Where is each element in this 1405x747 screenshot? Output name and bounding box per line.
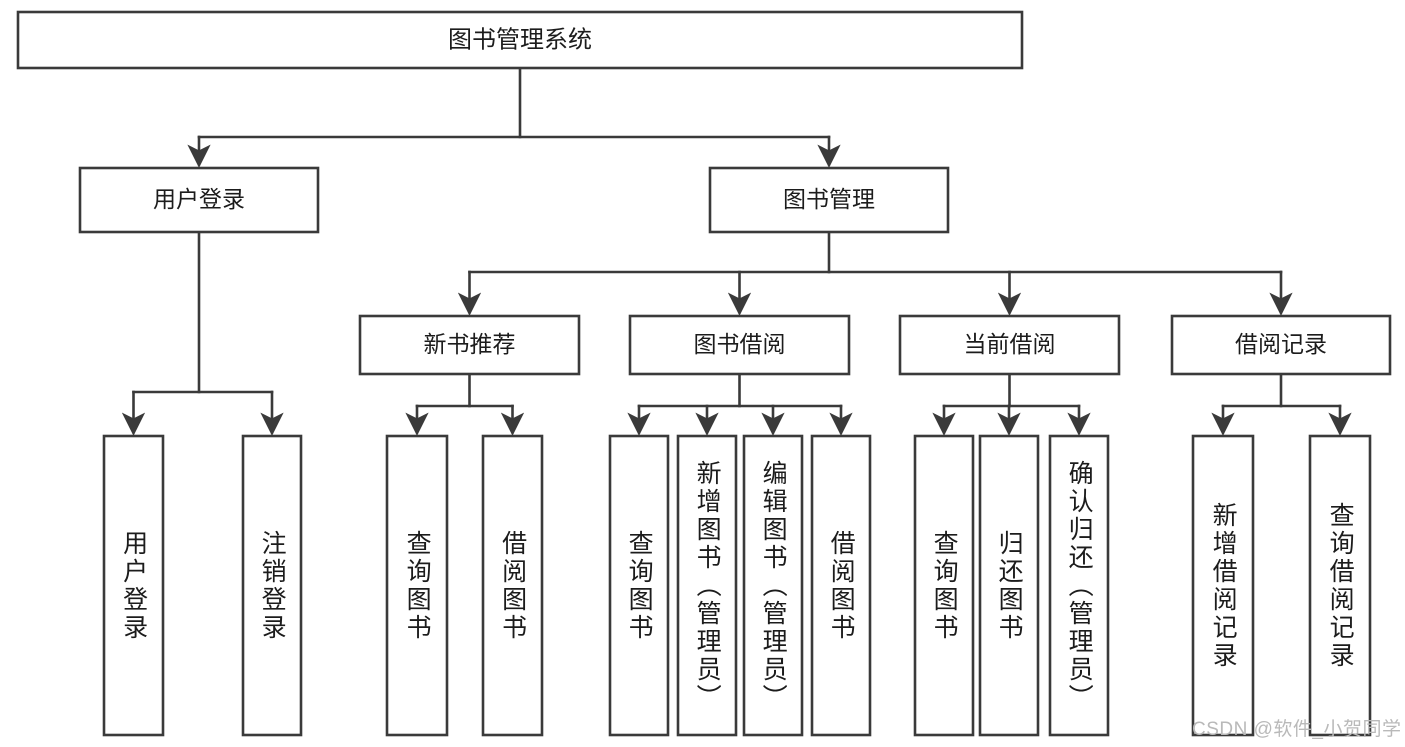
leaf-logout-box[interactable]	[241, 434, 303, 737]
leaf-query-book-bor-box[interactable]	[608, 434, 670, 737]
connector-edges	[121, 66, 1352, 436]
node-borrow-record-box[interactable]	[1170, 314, 1392, 376]
leaf-query-book-rec-box[interactable]	[385, 434, 449, 737]
node-root-box[interactable]	[16, 10, 1024, 70]
node-book-manage-label: 图书管理	[783, 186, 875, 212]
node-user-login-label: 用户登录	[153, 186, 245, 212]
csdn-watermark: CSDN @软件_小贺同学	[1192, 719, 1402, 740]
leaf-confirm-return-box[interactable]	[1048, 434, 1110, 737]
leaf-edit-book-box[interactable]	[742, 434, 804, 737]
node-current-borrow-label: 当前借阅	[964, 331, 1056, 357]
node-current-borrow-box[interactable]	[898, 314, 1121, 376]
node-borrow-record-label: 借阅记录	[1235, 331, 1327, 357]
node-book-manage-box[interactable]	[708, 166, 950, 234]
node-root-label: 图书管理系统	[448, 26, 592, 53]
leaf-return-book-box[interactable]	[978, 434, 1040, 737]
node-book-borrow-box[interactable]	[628, 314, 851, 376]
leaf-query-book-cur-box[interactable]	[913, 434, 975, 737]
leaf-user-login-box[interactable]	[102, 434, 165, 737]
node-new-book-rec-label: 新书推荐	[424, 331, 516, 357]
leaf-borrow-book-rec-box[interactable]	[481, 434, 544, 737]
leaf-add-record-box[interactable]	[1191, 434, 1255, 737]
node-boxes	[16, 10, 1392, 737]
node-new-book-rec-box[interactable]	[358, 314, 581, 376]
leaf-query-record-box[interactable]	[1308, 434, 1372, 737]
node-user-login-box[interactable]	[78, 166, 320, 234]
leaf-add-book-box[interactable]	[676, 434, 738, 737]
leaf-borrow-book-bor-box[interactable]	[810, 434, 872, 737]
node-book-borrow-label: 图书借阅	[694, 331, 786, 357]
